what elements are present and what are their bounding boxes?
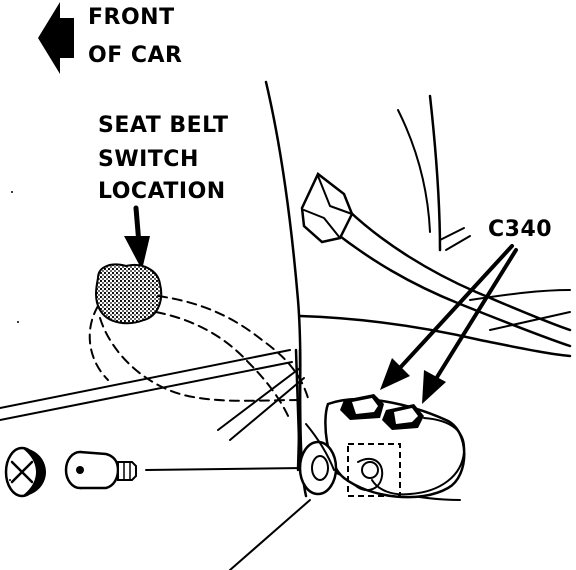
mounting-plate xyxy=(324,397,466,499)
front-direction-arrow-icon xyxy=(38,2,74,74)
front-label-line2: OF CAR xyxy=(88,43,183,68)
seat-belt-switch xyxy=(95,263,163,325)
switch-label-line2: SWITCH xyxy=(98,147,199,172)
switch-pointer-arrow xyxy=(124,205,150,270)
bolt-alignment-line xyxy=(145,467,305,471)
connector-c340 xyxy=(340,394,466,496)
mounting-bolt xyxy=(4,446,46,498)
front-label-line1: FRONT xyxy=(88,5,175,30)
connector-label: C340 xyxy=(488,217,552,242)
seat-body-outline xyxy=(0,80,572,570)
scan-specks xyxy=(9,191,19,481)
switch-label-line3: LOCATION xyxy=(98,179,226,204)
bolt-spacer xyxy=(64,450,137,490)
switch-label-line1: SEAT BELT xyxy=(98,113,229,138)
anchor-hole xyxy=(298,423,338,496)
connector-pointer-arrows xyxy=(380,244,518,404)
